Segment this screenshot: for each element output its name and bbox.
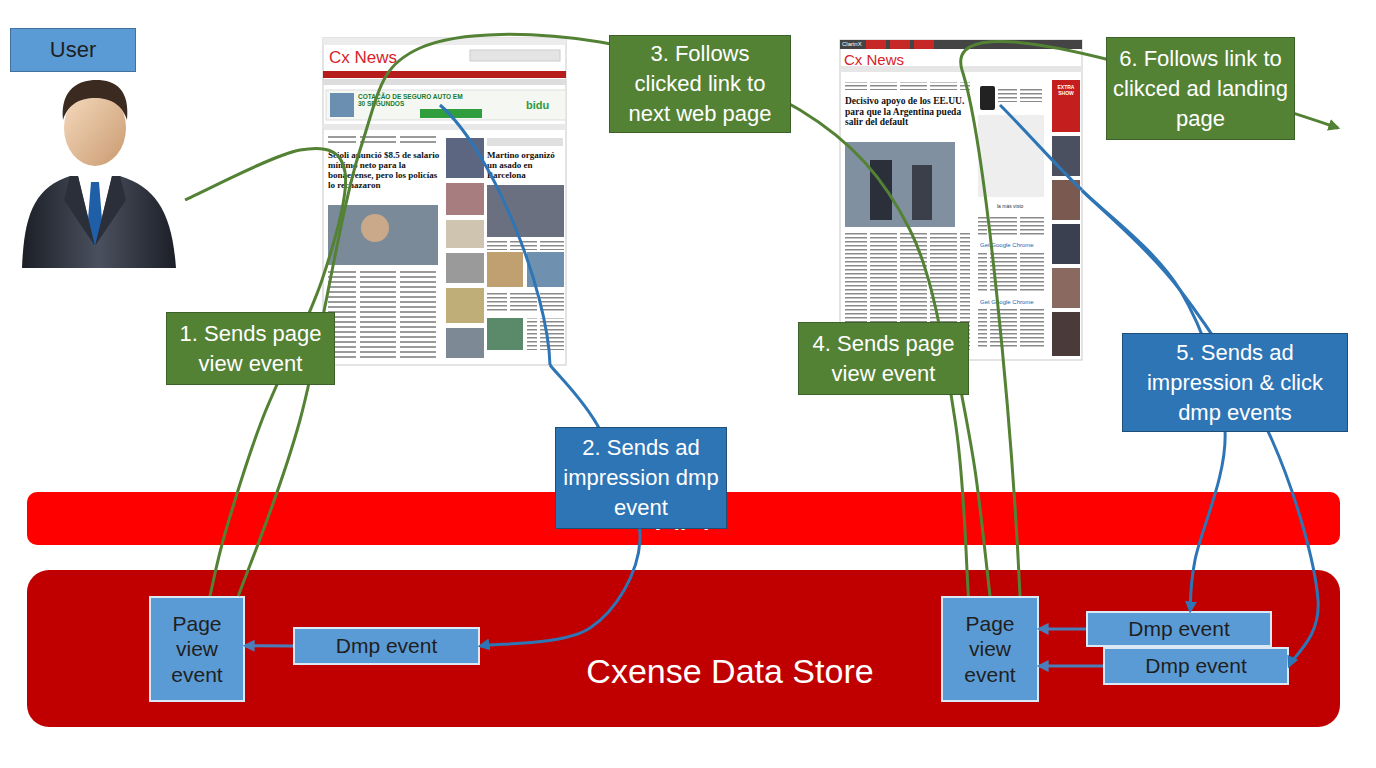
node-text: Page view event [151, 598, 243, 700]
thumbnail [446, 288, 484, 323]
page-tab [914, 40, 934, 49]
news-photo-figure [912, 165, 932, 220]
text-lines [978, 252, 1044, 292]
column-header [487, 138, 563, 146]
sidebar-image [1052, 268, 1080, 308]
thumbnail [487, 318, 523, 350]
page-sub-nav [323, 79, 566, 85]
text-lines [527, 318, 564, 350]
event-box: Dmp event [1103, 647, 1289, 685]
text-lines [845, 82, 970, 90]
page-top-bar [323, 38, 566, 45]
node-text: Dmp event [295, 629, 478, 663]
web-page-screenshot [323, 38, 566, 365]
actor: User [0, 25, 185, 270]
search-box [470, 50, 560, 61]
node-text: User [10, 28, 136, 72]
ad-brand: bidu [526, 99, 549, 111]
step-callout: 1. Sends page view event [166, 312, 335, 385]
news-photo [487, 185, 564, 237]
headline: Decisivo apoyo de los EE.UU. para que la… [845, 96, 973, 128]
node-text: Page view event [943, 598, 1037, 700]
ad-image [330, 93, 354, 117]
leader-line [1000, 105, 1082, 190]
text-lines [328, 270, 438, 360]
headline: Martino organizó un asado en Barcelona [487, 150, 564, 180]
text-lines [978, 309, 1044, 349]
text-lines [328, 136, 438, 146]
page-tab [866, 40, 886, 49]
section-title: la más visto [997, 203, 1023, 209]
text-lines [487, 240, 564, 250]
news-photo [328, 205, 438, 265]
event-box: Page view event [149, 596, 245, 702]
sidebar-image [1052, 224, 1080, 264]
person-body [22, 176, 176, 268]
sidebar-image [1052, 312, 1080, 356]
phone-ad [980, 86, 995, 110]
page-tab [890, 40, 910, 49]
site-name: ClarinX [842, 41, 862, 47]
ad-banner [326, 90, 566, 120]
sidebar-tag: EXTRA SHOW [1053, 84, 1079, 96]
event-box: Dmp event [293, 627, 480, 665]
text-lines [998, 88, 1042, 102]
event-box: Dmp event [1086, 611, 1272, 647]
page-top-bar [840, 40, 1082, 49]
sidebar-image [1052, 136, 1080, 176]
node-text: Dmp event [1105, 649, 1287, 683]
person-lapel [64, 176, 95, 246]
node-text: Dmp event [1088, 613, 1270, 645]
node-text: Cx News [844, 51, 904, 68]
news-photo [845, 142, 955, 227]
step-callout: 3. Follows clicked link to next web page [609, 35, 791, 133]
node-text: Cx News [329, 48, 397, 68]
thumbnail [446, 220, 484, 248]
page-strip [323, 124, 566, 130]
ad-button [420, 109, 482, 118]
node-text: Cxense Data Store [480, 652, 980, 691]
web-page: Cx News [840, 40, 1082, 360]
page-nav-bar [323, 71, 566, 78]
step-callout: 5. Sends ad impression & click dmp event… [1122, 333, 1348, 432]
text-lines [487, 292, 564, 312]
thumbnail [487, 252, 523, 287]
thumbnail [527, 252, 564, 287]
flow-connector [955, 360, 990, 596]
flow-connector [1039, 627, 1086, 630]
flow-connector [238, 34, 968, 596]
event-box: Page view event [941, 596, 1039, 702]
ad-link: Get Google Chrome [980, 242, 1034, 248]
thumbnail [446, 138, 484, 178]
sidebar-ad [1052, 80, 1080, 132]
ad-link: Get Google Chrome [980, 299, 1034, 305]
sidebar-image [1052, 180, 1080, 220]
person-lapel [95, 176, 126, 246]
step-callout: 6. Follows link to clikced ad landing pa… [1106, 37, 1295, 140]
ad-box [978, 115, 1044, 197]
thumbnail [446, 183, 484, 215]
news-photo-face [361, 214, 389, 242]
thumbnail [446, 328, 484, 358]
step-callout: 4. Sends page view event [798, 322, 969, 395]
web-page: Cx News [323, 38, 566, 365]
step-callout: 2. Sends ad impression dmp event [555, 427, 727, 529]
web-page-screenshot [840, 40, 1082, 360]
flow-connector [245, 644, 293, 647]
text-lines [978, 215, 1044, 237]
person-hair [63, 80, 128, 120]
headline: Scioli anunció $8.5 de salario mínimo ne… [328, 150, 440, 190]
leader-line [440, 105, 550, 365]
flow-connector [1039, 665, 1103, 668]
ad-text: COTAÇÃO DE SEGURO AUTO EM 30 SEGUNDOS [358, 93, 470, 107]
data-store: Cxense Data StorePage view eventDmp even… [27, 570, 1340, 727]
news-photo-figure [870, 160, 892, 220]
thumbnail [446, 253, 484, 283]
